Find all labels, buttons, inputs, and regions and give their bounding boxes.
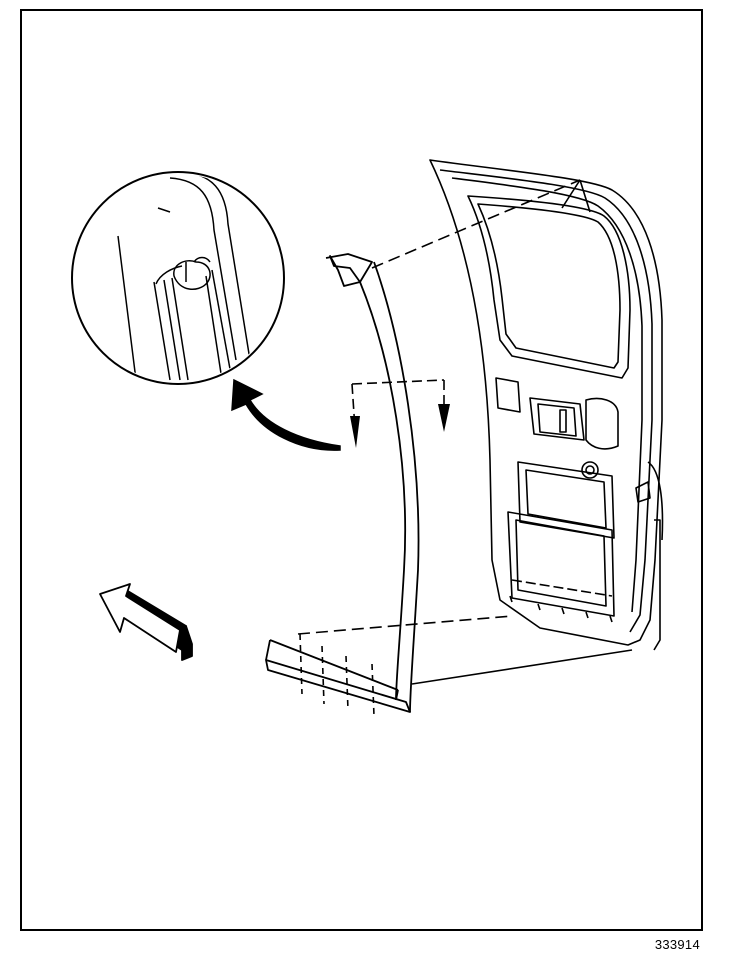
front-of-vehicle-arrow-icon <box>99 583 193 661</box>
weatherstrip <box>265 253 420 713</box>
curved-callout-arrow-icon <box>231 378 341 451</box>
figure-number: 333914 <box>654 937 700 952</box>
down-arrow-icon <box>350 404 450 448</box>
leader-lines <box>297 179 633 717</box>
detail-view <box>71 171 285 385</box>
illustration-border <box>20 9 703 931</box>
rear-door <box>429 159 664 651</box>
